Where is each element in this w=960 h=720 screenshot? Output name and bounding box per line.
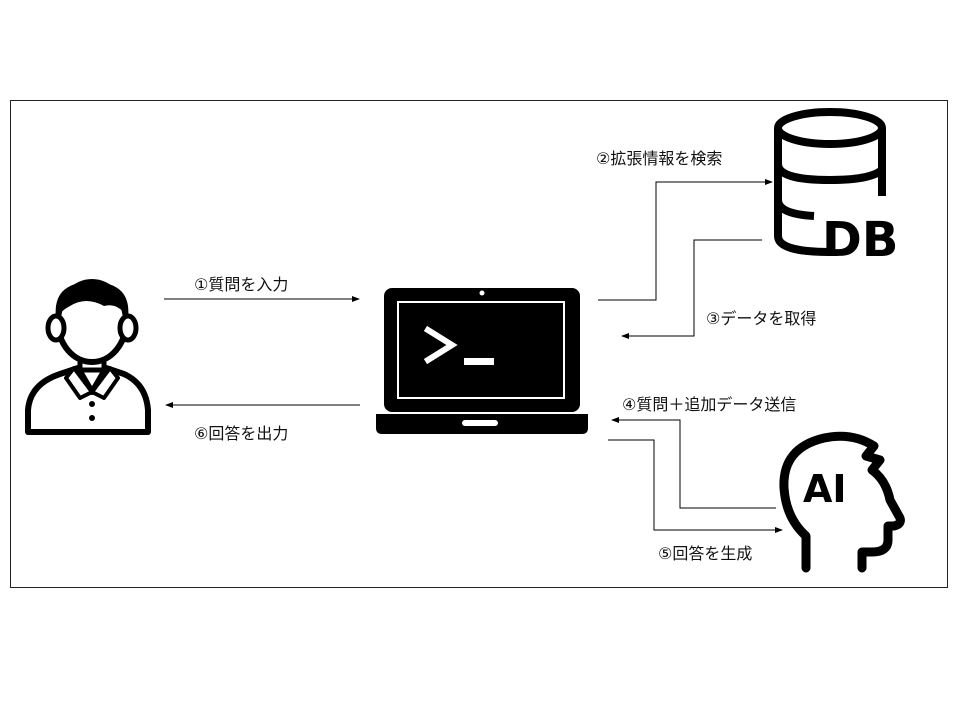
- ai-head-icon: AI: [779, 431, 905, 573]
- terminal-prompt-icon: [423, 325, 458, 365]
- arrow-step3: [621, 239, 762, 339]
- arrow-step5: [608, 439, 783, 533]
- database-icon: DB: [774, 108, 898, 268]
- diagram-frame: [10, 100, 948, 588]
- step1-label: ①質問を入力: [194, 275, 289, 294]
- user-icon: [25, 279, 151, 435]
- step3-label: ③データを取得: [706, 309, 817, 328]
- arrow-step2: [598, 179, 773, 301]
- ai-label: AI: [803, 467, 847, 511]
- arrow-step4: [611, 417, 776, 509]
- database-label: DB: [822, 212, 898, 268]
- step6-label: ⑥回答を出力: [194, 424, 289, 443]
- laptop-icon: [376, 288, 588, 434]
- step5-label: ⑤回答を生成: [658, 544, 753, 563]
- step4-label: ④質問＋追加データ送信: [622, 395, 797, 414]
- step2-label: ②拡張情報を検索: [596, 149, 723, 168]
